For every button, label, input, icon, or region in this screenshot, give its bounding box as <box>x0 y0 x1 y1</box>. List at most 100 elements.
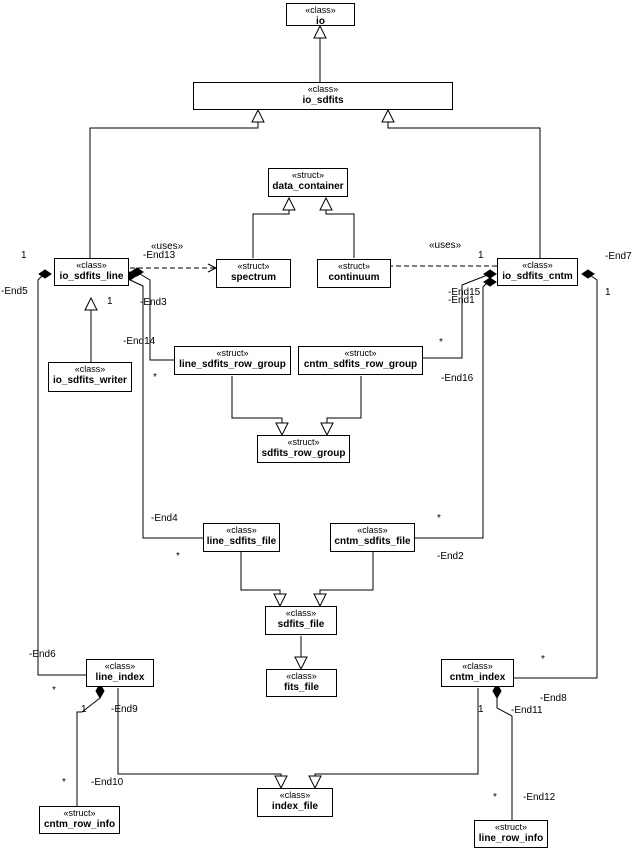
stereotype: «struct» <box>237 261 270 271</box>
association-io_sdfits_line-line_index <box>37 273 86 676</box>
class-fits_file[interactable]: «class» fits_file <box>266 669 337 697</box>
generalization-spectrum-data_container <box>252 206 290 258</box>
stereotype: «class» <box>307 84 339 94</box>
diamond-line_index <box>95 682 105 700</box>
class-name: fits_file <box>283 682 319 693</box>
class-name: data_container <box>272 181 344 192</box>
end-label-7: -End7 <box>605 251 632 262</box>
class-name: index_file <box>271 801 319 812</box>
end-label-8: -End8 <box>540 693 567 704</box>
stereotype: «class» <box>462 661 493 671</box>
struct-line_sdfits_row_group[interactable]: «struct» line_sdfits_row_group <box>174 346 291 375</box>
generalization-io_sdfits_line-io_sdfits <box>89 118 259 258</box>
struct-cntm_row_info[interactable]: «struct» cntm_row_info <box>39 806 120 834</box>
class-io_sdfits_cntm[interactable]: «class» io_sdfits_cntm <box>497 258 578 286</box>
triangle-sdfits_file-left <box>273 593 287 608</box>
generalization-arrowheads <box>84 24 395 790</box>
class-io_sdfits_line[interactable]: «class» io_sdfits_line <box>54 258 129 286</box>
struct-line_row_info[interactable]: «struct» line_row_info <box>474 820 548 848</box>
triangle-fits_file <box>294 656 308 671</box>
stereotype: «class» <box>226 525 257 535</box>
stereotype: «struct» <box>494 822 527 832</box>
class-name: cntm_sdfits_file <box>334 536 411 547</box>
triangle-data_container-right <box>319 196 333 211</box>
struct-data_container[interactable]: «struct» data_container <box>268 168 348 197</box>
stereotype: «class» <box>305 5 336 15</box>
class-name: line_index <box>95 672 145 683</box>
triangle-sdfits_row_group-right <box>320 422 334 437</box>
class-name: line_row_info <box>478 833 544 844</box>
multiplicity-one-top-left: 1 <box>21 250 27 261</box>
stereotype: «class» <box>286 671 317 681</box>
generalization-cntm_index-index_file <box>314 688 479 780</box>
class-name: cntm_sdfits_row_group <box>303 359 418 370</box>
triangle-io_sdfits_line <box>84 296 98 311</box>
class-cntm_index[interactable]: «class» cntm_index <box>441 659 514 687</box>
stereotype: «class» <box>74 364 106 374</box>
end-label-6: -End6 <box>29 649 56 660</box>
multiplicity-star-cntm: * <box>439 337 443 348</box>
diamond-line-left <box>38 269 52 279</box>
class-io[interactable]: «class» io <box>286 3 355 27</box>
multiplicity-star-line-file: * <box>176 551 180 562</box>
uses-label-left: «uses» <box>151 241 184 252</box>
multiplicity-star-line-row-info: * <box>493 792 497 803</box>
stereotype: «struct» <box>216 348 249 358</box>
triangle-data_container-left <box>282 196 296 211</box>
class-name: line_sdfits_row_group <box>179 359 286 370</box>
stereotype: «class» <box>279 790 311 800</box>
class-io_sdfits_writer[interactable]: «class» io_sdfits_writer <box>48 362 132 392</box>
struct-cntm_sdfits_row_group[interactable]: «struct» cntm_sdfits_row_group <box>298 346 423 375</box>
triangle-index_file-left <box>274 775 288 790</box>
generalization-continuum-data_container <box>325 206 355 258</box>
association-io_sdfits_cntm-cntm_sdfits_row_group <box>423 273 491 359</box>
association-line_index-cntm_row_info <box>76 697 101 806</box>
uses-label-right: «uses» <box>429 240 462 251</box>
multiplicity-one-uses-right: 1 <box>478 250 484 261</box>
class-name: io_sdfits <box>302 95 344 106</box>
triangle-index_file-right <box>308 775 322 790</box>
stereotype: «class» <box>285 608 317 618</box>
multiplicity-star-cntm-row-info: * <box>62 777 66 788</box>
stereotype: «struct» <box>291 170 324 180</box>
class-sdfits_file[interactable]: «class» sdfits_file <box>265 606 337 635</box>
class-io_sdfits[interactable]: «class» io_sdfits <box>193 82 453 110</box>
generalization-cntm_sdfits_row_group-sdfits_row_group <box>326 376 362 428</box>
association-io_sdfits_cntm-cntm_index <box>514 273 598 679</box>
stereotype: «struct» <box>287 437 320 447</box>
stereotype: «class» <box>76 260 107 270</box>
multiplicity-one-line-index: 1 <box>81 704 87 715</box>
multiplicity-one-line: 1 <box>107 296 113 307</box>
end-label-1: -End1 <box>448 295 475 306</box>
triangle-io_sdfits-left <box>251 108 265 123</box>
class-index_file[interactable]: «class» index_file <box>257 788 333 817</box>
stereotype: «class» <box>104 661 136 671</box>
struct-continuum[interactable]: «struct» continuum <box>317 259 391 288</box>
generalization-cntm_sdfits_file-sdfits_file <box>319 552 374 598</box>
class-name: cntm_row_info <box>43 819 116 830</box>
association-cntm_index-line_row_info <box>496 698 513 820</box>
association-io_sdfits_line-line_sdfits_row_group <box>139 273 174 361</box>
end-label-13: -End13 <box>143 250 176 261</box>
class-cntm_sdfits_file[interactable]: «class» cntm_sdfits_file <box>330 523 415 552</box>
struct-sdfits_row_group[interactable]: «struct» sdfits_row_group <box>257 435 350 463</box>
end-label-2: -End2 <box>437 551 464 562</box>
end-label-14: -End14 <box>123 336 156 347</box>
stereotype: «struct» <box>337 261 370 271</box>
multiplicity-star-line-index: * <box>52 685 56 696</box>
association-io_sdfits_cntm-cntm_sdfits_file <box>415 279 491 539</box>
end-label-15: -End15 <box>448 287 481 298</box>
triangle-sdfits_row_group-left <box>275 422 289 437</box>
class-line_index[interactable]: «class» line_index <box>86 659 154 687</box>
class-line_sdfits_file[interactable]: «class» line_sdfits_file <box>203 523 280 552</box>
class-name: continuum <box>328 272 380 283</box>
struct-spectrum[interactable]: «struct» spectrum <box>216 259 291 288</box>
class-name: io_sdfits_cntm <box>502 271 573 282</box>
end-label-5: -End5 <box>1 286 28 297</box>
diamond-cntm-right <box>581 269 595 279</box>
multiplicity-star-cntm-file: * <box>437 513 441 524</box>
end-label-10: -End10 <box>91 777 124 788</box>
end-label-4: -End4 <box>151 513 178 524</box>
class-name: spectrum <box>230 272 276 283</box>
